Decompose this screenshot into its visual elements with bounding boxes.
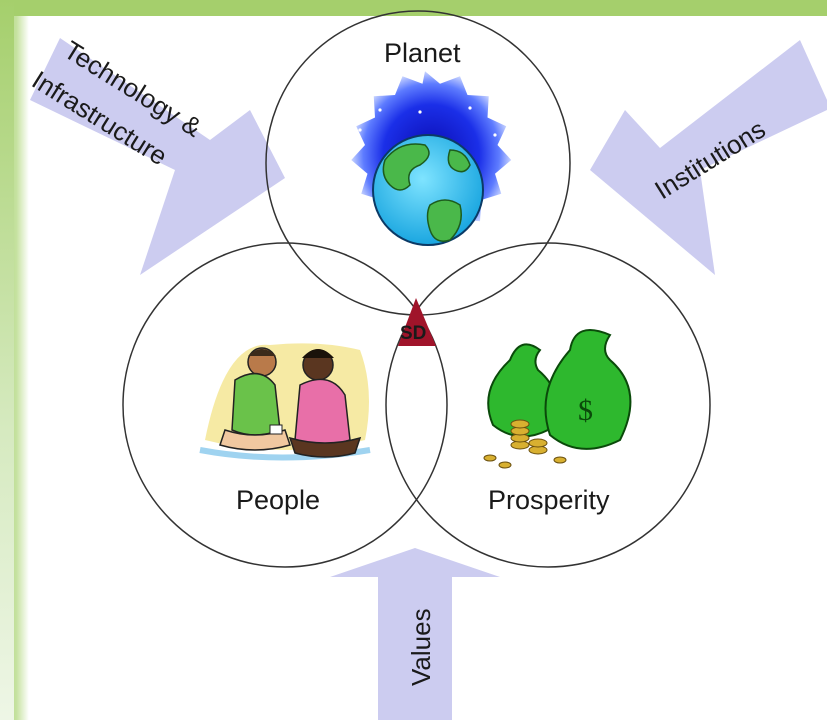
arrow-technology-infrastructure xyxy=(30,38,285,275)
globe-icon xyxy=(350,71,512,267)
arrow-institutions xyxy=(590,40,827,275)
arrow-values xyxy=(330,548,500,720)
svg-text:$: $ xyxy=(578,394,593,427)
sd-center-marker: SD xyxy=(398,298,436,346)
circle-prosperity xyxy=(385,242,711,568)
circle-people xyxy=(122,242,448,568)
values-label: Values xyxy=(406,608,436,686)
people-label: People xyxy=(236,485,320,515)
money-bags-icon: $ xyxy=(483,329,632,469)
left-border xyxy=(0,0,14,720)
planet-label: Planet xyxy=(384,38,461,68)
children-icon xyxy=(199,343,371,461)
top-border xyxy=(0,0,827,16)
prosperity-label: Prosperity xyxy=(488,485,610,515)
sd-label: SD xyxy=(400,323,426,344)
